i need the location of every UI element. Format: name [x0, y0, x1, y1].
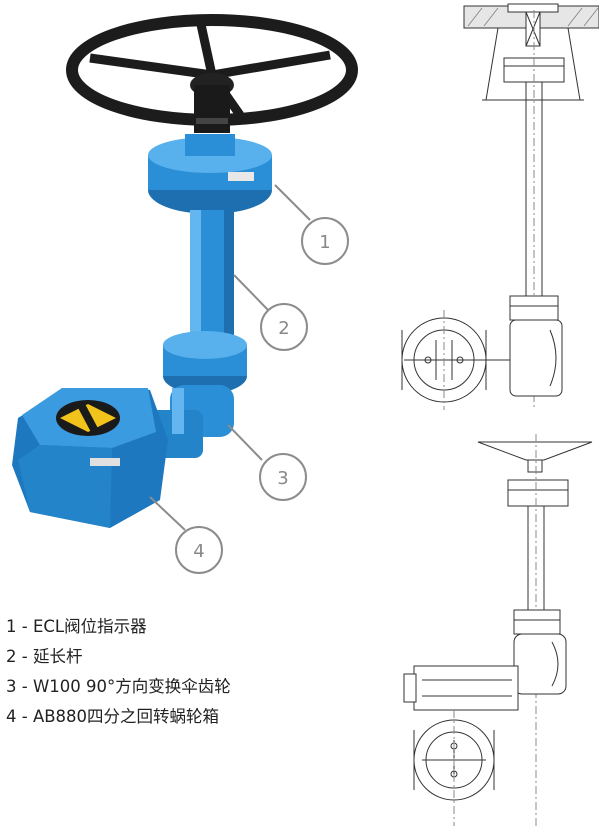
technical-drawing-top	[401, 3, 599, 410]
legend-item-bevel-gear: 3 - W100 90°方向变换伞齿轮	[6, 677, 231, 696]
callout-2: 2	[260, 303, 308, 351]
product-photo: 1 2 3 4	[12, 14, 358, 574]
worm-gearbox-body	[12, 388, 168, 528]
callout-3: 3	[259, 453, 307, 501]
svg-text:1: 1	[319, 232, 330, 253]
legend-item-ecl-indicator: 1 - ECL阀位指示器	[6, 617, 147, 636]
technical-drawing-bottom	[403, 434, 593, 826]
handwheel-icon	[66, 14, 358, 133]
lower-flange	[163, 331, 247, 394]
legend-item-extension-rod: 2 - 延长杆	[6, 647, 83, 666]
svg-text:2: 2	[278, 318, 289, 339]
callout-4: 4	[175, 526, 223, 574]
svg-text:3: 3	[277, 468, 288, 489]
ecl-indicator-body	[148, 134, 272, 214]
svg-text:4: 4	[193, 541, 204, 562]
legend-item-worm-gearbox: 4 - AB880四分之回转蜗轮箱	[6, 707, 220, 726]
component-legend: 1 - ECL阀位指示器 2 - 延长杆 3 - W100 90°方向变换伞齿轮…	[6, 612, 386, 732]
callout-1: 1	[301, 217, 349, 265]
